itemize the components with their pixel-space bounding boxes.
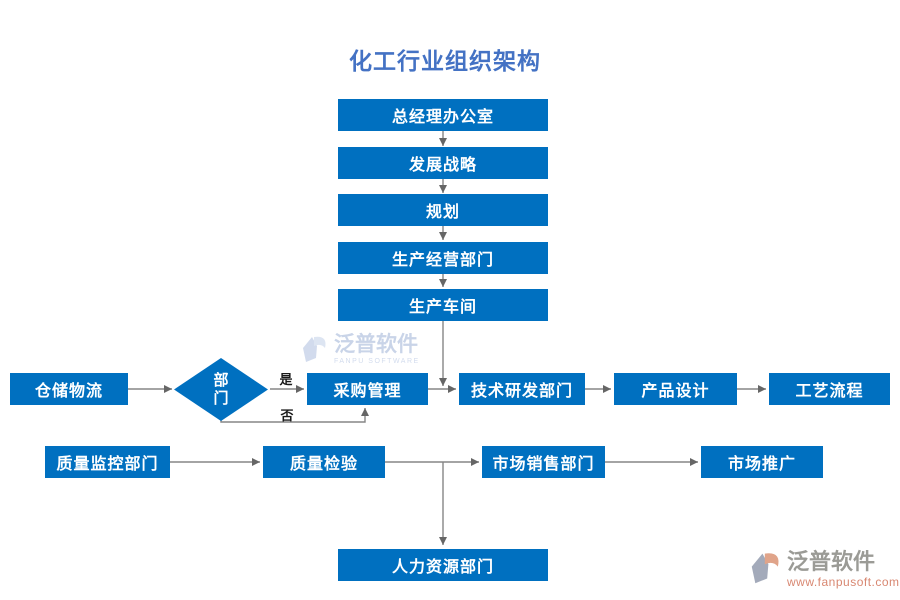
node-production-operation-dept: 生产经营部门 — [338, 242, 548, 274]
watermark-corner: 泛普软件 www.fanpusoft.com — [748, 549, 900, 590]
node-development-strategy: 发展战略 — [338, 147, 548, 179]
node-planning: 规划 — [338, 194, 548, 226]
edge-label-no: 否 — [280, 408, 294, 423]
edge-label-yes: 是 — [279, 372, 293, 387]
node-warehouse-logistics: 仓储物流 — [10, 373, 128, 405]
page-title: 化工行业组织架构 — [349, 48, 541, 74]
watermark-tagline-text: FANPU SOFTWARE — [334, 358, 420, 365]
node-market-promotion: 市场推广 — [701, 446, 823, 478]
node-general-manager-office: 总经理办公室 — [338, 99, 548, 131]
watermark-brand-text: 泛普软件 — [334, 333, 418, 356]
node-process-flow: 工艺流程 — [769, 373, 890, 405]
node-product-design: 产品设计 — [614, 373, 737, 405]
node-procurement-management: 采购管理 — [307, 373, 428, 405]
decision-department: 部门 — [174, 358, 268, 421]
node-tech-rd-dept: 技术研发部门 — [459, 373, 585, 405]
node-quality-inspection: 质量检验 — [263, 446, 385, 478]
watermark-center: 泛普软件 FANPU SOFTWARE — [300, 334, 420, 366]
fanpu-logo-icon — [303, 336, 326, 362]
node-quality-monitoring-dept: 质量监控部门 — [45, 446, 170, 478]
node-market-sales-dept: 市场销售部门 — [482, 446, 605, 478]
node-production-workshop: 生产车间 — [338, 289, 548, 321]
node-hr-dept: 人力资源部门 — [338, 549, 548, 581]
watermark-brand-text: 泛普软件 — [787, 549, 876, 574]
decision-label: 部门 — [213, 372, 229, 407]
watermark-url-text: www.fanpusoft.com — [787, 575, 900, 590]
fanpu-logo-icon — [751, 553, 779, 584]
